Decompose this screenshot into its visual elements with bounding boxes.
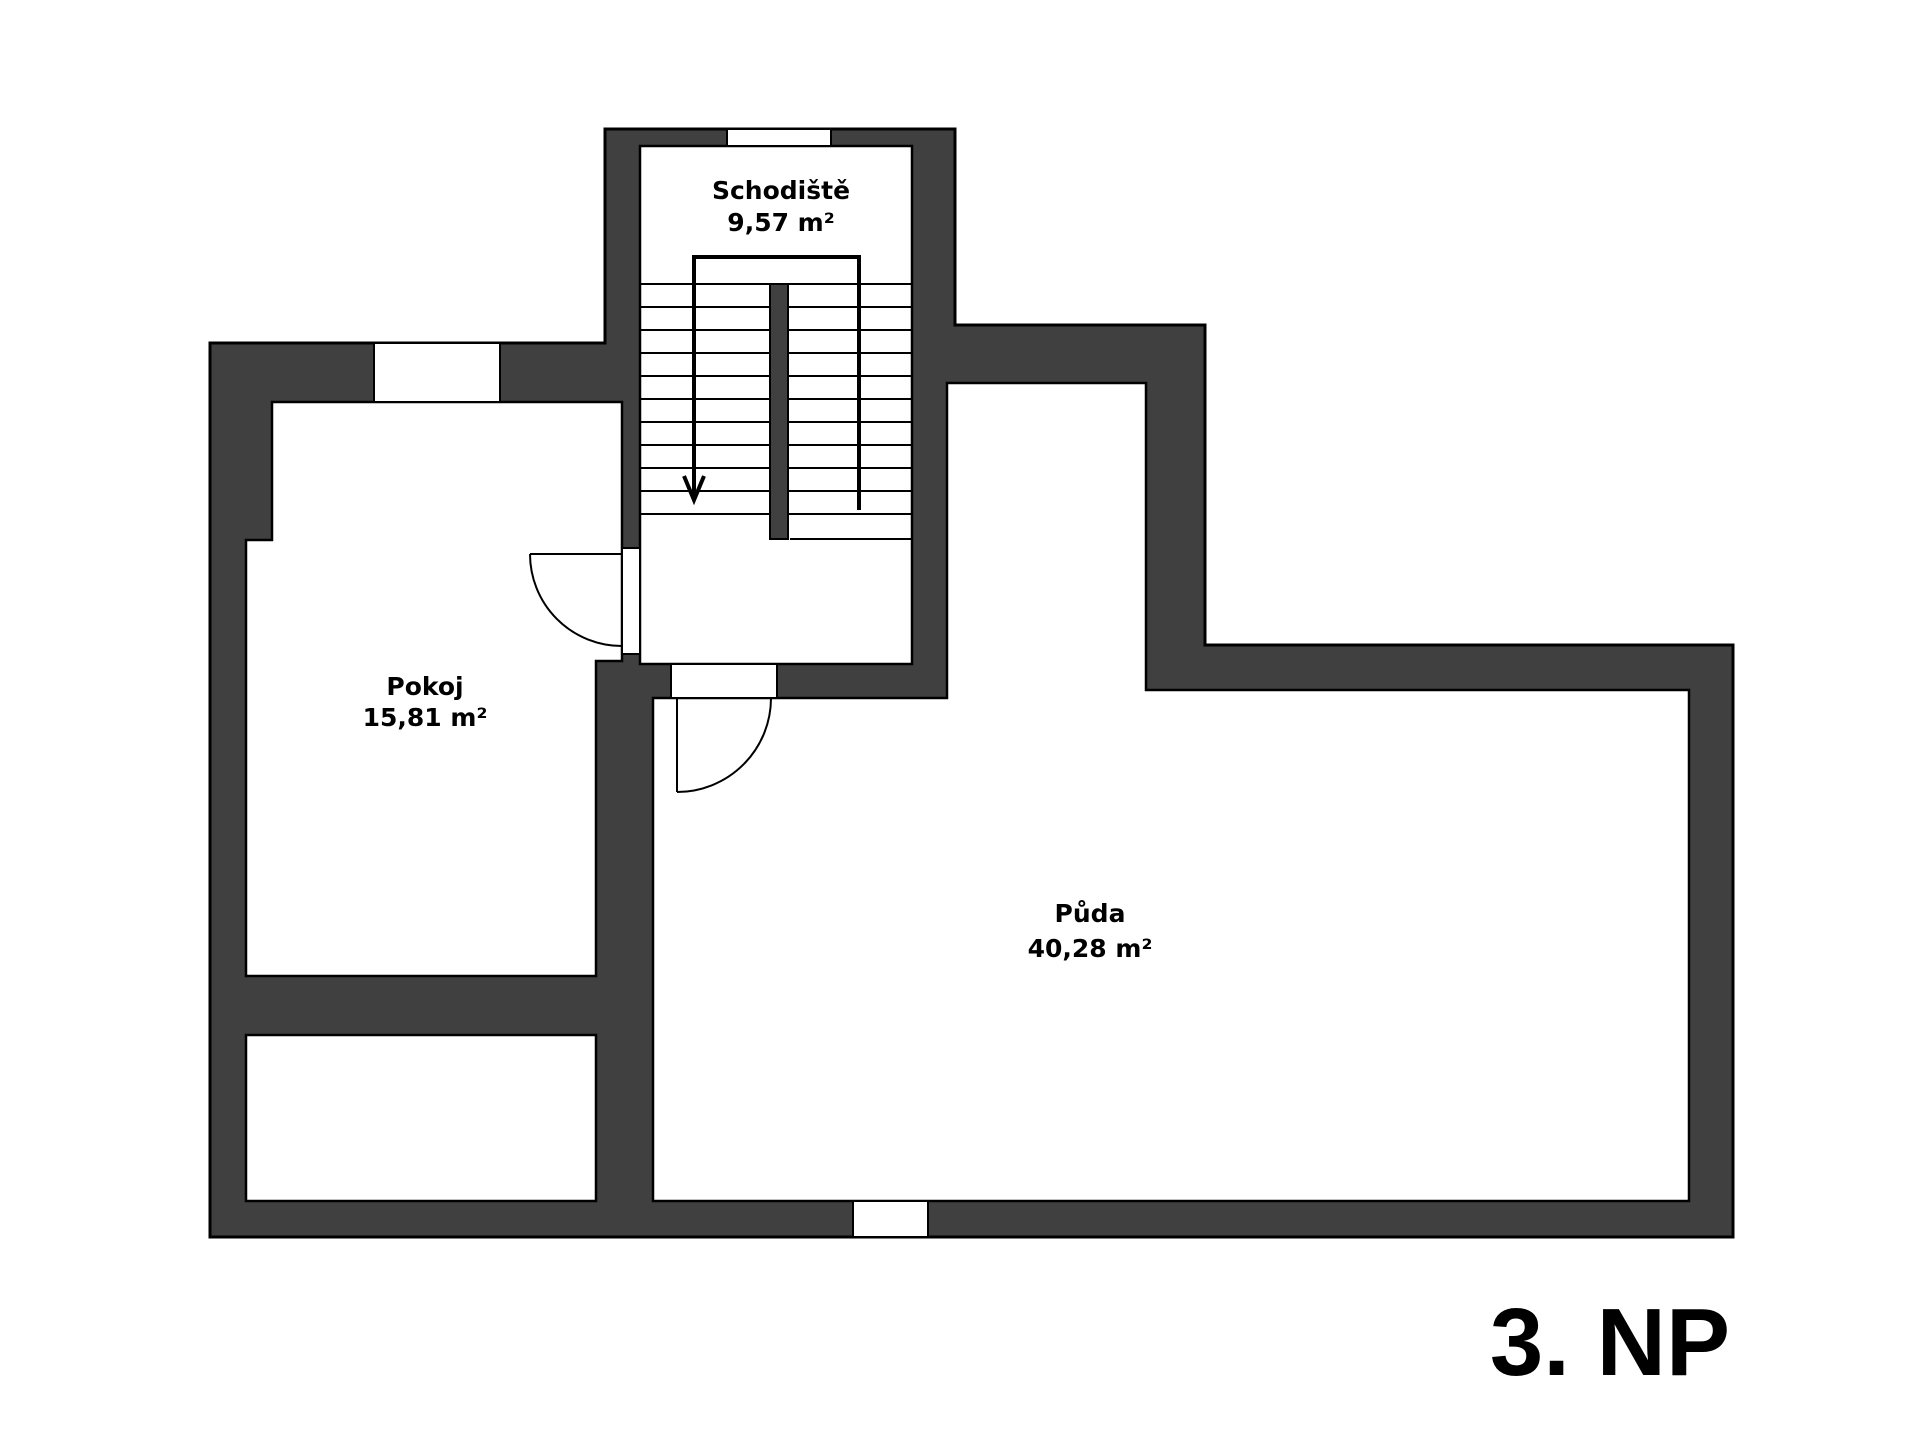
pokoj-name: Pokoj: [386, 672, 463, 701]
pokoj-room: [244, 400, 624, 978]
door-swing-puda: [676, 697, 772, 793]
pokoj-area: 15,81 m²: [363, 703, 488, 732]
puda-name: Půda: [1055, 899, 1126, 928]
staircase-name: Schodiště: [712, 176, 850, 205]
floor-label: 3. NP: [1490, 1289, 1730, 1396]
window-pokoj: [373, 342, 501, 403]
labels: Schodiště 9,57 m² Pokoj 15,81 m² Půda 40…: [363, 176, 1730, 1396]
window-staircase: [726, 128, 832, 147]
door-opening-stair-pokoj: [621, 547, 641, 655]
puda-room: [651, 381, 1691, 1203]
door-swing-pokoj: [529, 553, 623, 647]
window-puda: [852, 1200, 929, 1238]
storage-room: [244, 1033, 598, 1203]
doors: [529, 547, 778, 793]
staircase-area: 9,57 m²: [727, 208, 834, 237]
stair-center-wall: [769, 283, 789, 540]
door-opening-stair-puda: [670, 663, 778, 699]
stair-walking-line: [682, 255, 861, 510]
staircase: [640, 255, 912, 540]
windows: [373, 128, 929, 1238]
puda-area: 40,28 m²: [1028, 934, 1153, 963]
